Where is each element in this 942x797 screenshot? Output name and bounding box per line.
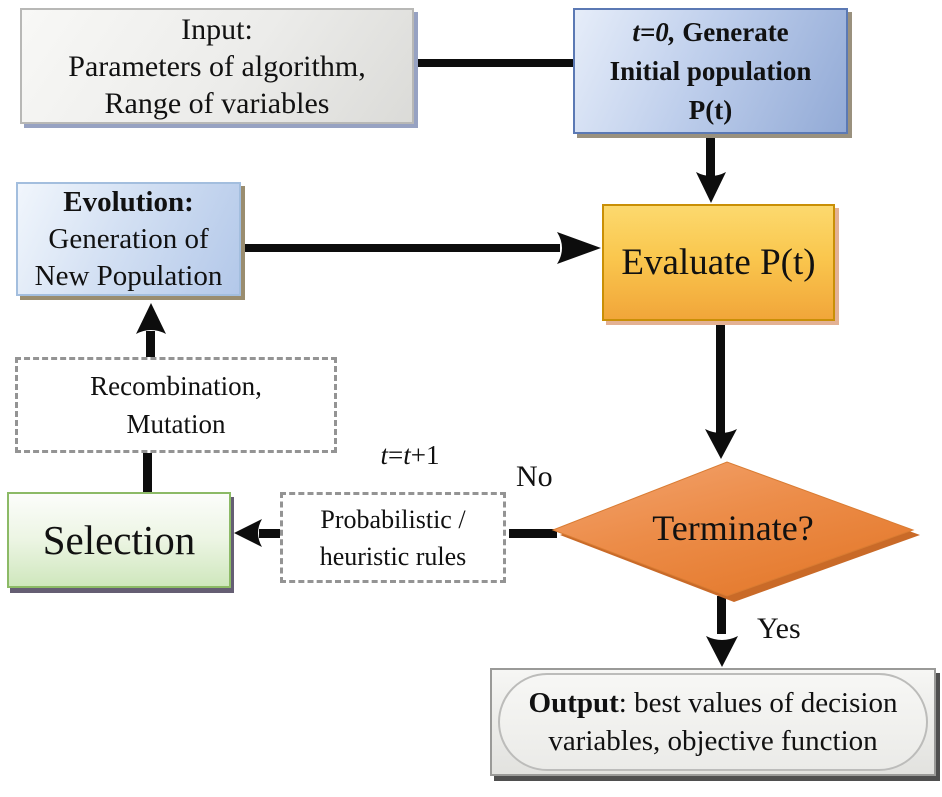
arrowhead-evaluate-to-terminate <box>705 429 737 459</box>
generate-line1: t=0, Generate <box>632 16 789 47</box>
selection-node: Selection <box>7 492 231 588</box>
connector-terminate-to-rules <box>509 529 557 538</box>
evolution-line2: Generation of <box>48 222 209 255</box>
rules-line1: Probabilistic / <box>320 504 466 534</box>
input-line1: Input: <box>181 12 253 46</box>
selection-label: Selection <box>42 517 196 563</box>
terminate-label: Terminate? <box>652 508 814 548</box>
generate-line3: P(t) <box>688 94 733 125</box>
recombination-line2: Mutation <box>126 409 226 439</box>
output-capsule-shape <box>498 673 928 771</box>
iteration-label: t=t+1 <box>380 440 440 470</box>
rules-node: Probabilistic / heuristic rules <box>280 492 506 583</box>
evolution-node: Evolution: Generation of New Population <box>16 182 241 296</box>
output-node: Output: best values of decision variable… <box>490 668 936 776</box>
yes-label: Yes <box>757 612 801 645</box>
input-node: Input: Parameters of algorithm, Range of… <box>20 8 414 124</box>
connector-generate-to-evaluate-line <box>706 134 715 176</box>
terminate-diamond <box>551 461 915 597</box>
arrowhead-terminate-to-output <box>706 636 738 667</box>
evolution-line3: New Population <box>34 259 223 292</box>
no-label: No <box>516 460 553 493</box>
evaluate-node: Evaluate P(t) <box>602 204 835 321</box>
arrowhead-recombination-to-evolution <box>136 303 166 334</box>
output-text: Output: best values of decision variable… <box>529 684 898 760</box>
recombination-line1: Recombination, <box>90 371 262 401</box>
rules-line2: heuristic rules <box>319 541 467 571</box>
connector-input-to-generate <box>414 59 575 67</box>
connector-evolution-to-evaluate-line <box>243 244 560 252</box>
output-line1: Output: best values of decision <box>528 687 898 719</box>
output-line2: variables, objective function <box>548 725 878 757</box>
connector-rules-to-selection-line <box>259 529 282 538</box>
arrowhead-generate-to-evaluate <box>696 172 726 203</box>
input-line3: Range of variables <box>104 86 330 120</box>
connector-selection-to-recombination <box>143 452 152 492</box>
generate-line2: Initial population <box>609 55 812 86</box>
arrowhead-rules-to-selection <box>234 519 262 547</box>
evaluate-label: Evaluate P(t) <box>621 242 816 283</box>
evolution-line1: Evolution: <box>63 185 194 218</box>
input-line2: Parameters of algorithm, <box>68 49 366 83</box>
recombination-node: Recombination, Mutation <box>15 357 337 453</box>
connector-evaluate-to-terminate-line <box>716 321 725 434</box>
connector-recombination-to-evolution-line <box>146 331 155 358</box>
arrowhead-evolution-to-evaluate <box>557 232 601 264</box>
connector-terminate-to-output-line <box>717 596 726 634</box>
generate-node: t=0, Generate Initial population P(t) <box>573 8 848 134</box>
